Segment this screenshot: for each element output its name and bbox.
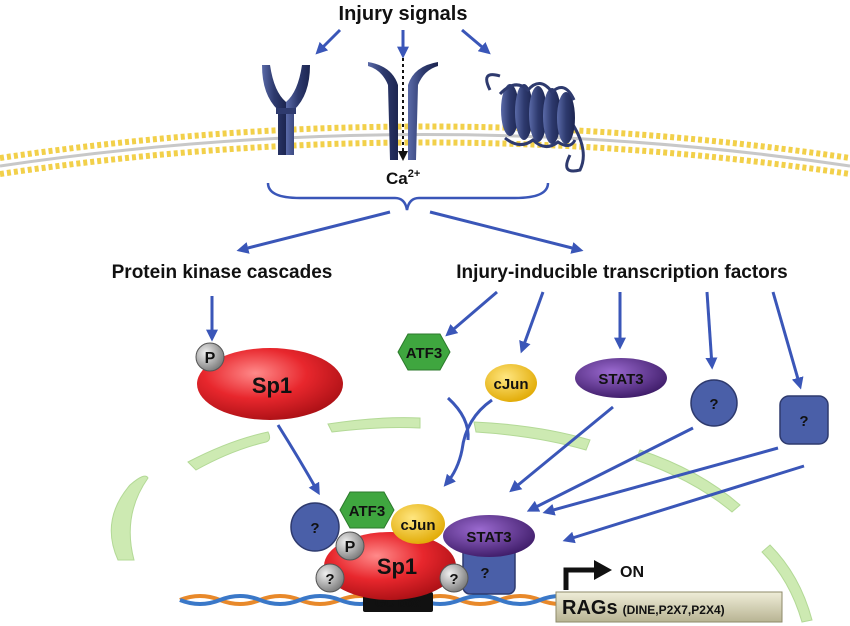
- cjun-protein: cJun: [485, 364, 537, 402]
- phospho-label: P: [345, 539, 356, 556]
- sp1-protein: Sp1 P: [195, 342, 343, 420]
- on-label: ON: [620, 564, 644, 581]
- stat3-label: STAT3: [466, 529, 511, 546]
- convergence-brace: [266, 182, 550, 211]
- stat3-label: STAT3: [598, 371, 643, 388]
- calcium-label: Ca2+: [386, 168, 420, 188]
- atf3-protein: ATF3: [397, 333, 451, 371]
- protein-kinase-label: Protein kinase cascades: [112, 262, 333, 283]
- branch-arrows: [236, 210, 584, 254]
- ion-channel-icon: [368, 58, 438, 161]
- unknown-label: ?: [325, 571, 334, 588]
- unknown-factor-square: ?: [779, 395, 829, 445]
- unknown-factor-circle: ?: [690, 379, 738, 427]
- sp1-label: Sp1: [252, 373, 292, 398]
- gpcr-icon: [485, 73, 585, 173]
- nuclear-envelope: [110, 417, 813, 623]
- atf3-label: ATF3: [406, 345, 442, 362]
- phospho-label: P: [205, 350, 216, 367]
- sp1-label: Sp1: [377, 554, 417, 579]
- stat3-protein: STAT3: [575, 358, 667, 398]
- cell-membrane: [0, 123, 850, 177]
- cjun-label: cJun: [400, 517, 435, 534]
- unknown-label: ?: [480, 565, 489, 582]
- atf3-label: ATF3: [349, 503, 385, 520]
- transcription-factors-label: Injury-inducible transcription factors: [456, 262, 788, 283]
- injury-signals-label: Injury signals: [339, 3, 468, 25]
- unknown-label: ?: [709, 396, 718, 413]
- rags-gene-box: RAGs(DINE,P2X7,P2X4): [555, 591, 783, 623]
- transcription-complex: ? Sp1 ? ATF3 cJun STAT3 P ? ?: [290, 491, 535, 600]
- unknown-label: ?: [449, 571, 458, 588]
- unknown-label: ?: [310, 520, 319, 537]
- gene-on-arrow: ON: [563, 560, 644, 590]
- nuclear-entry-arrows: [276, 396, 805, 544]
- factor-arrows: [206, 290, 804, 390]
- rags-label: RAGs(DINE,P2X7,P2X4): [562, 597, 725, 619]
- cjun-label: cJun: [493, 376, 528, 393]
- receptor-icon: [262, 65, 310, 155]
- unknown-label: ?: [799, 413, 808, 430]
- signal-arrows: [315, 28, 491, 59]
